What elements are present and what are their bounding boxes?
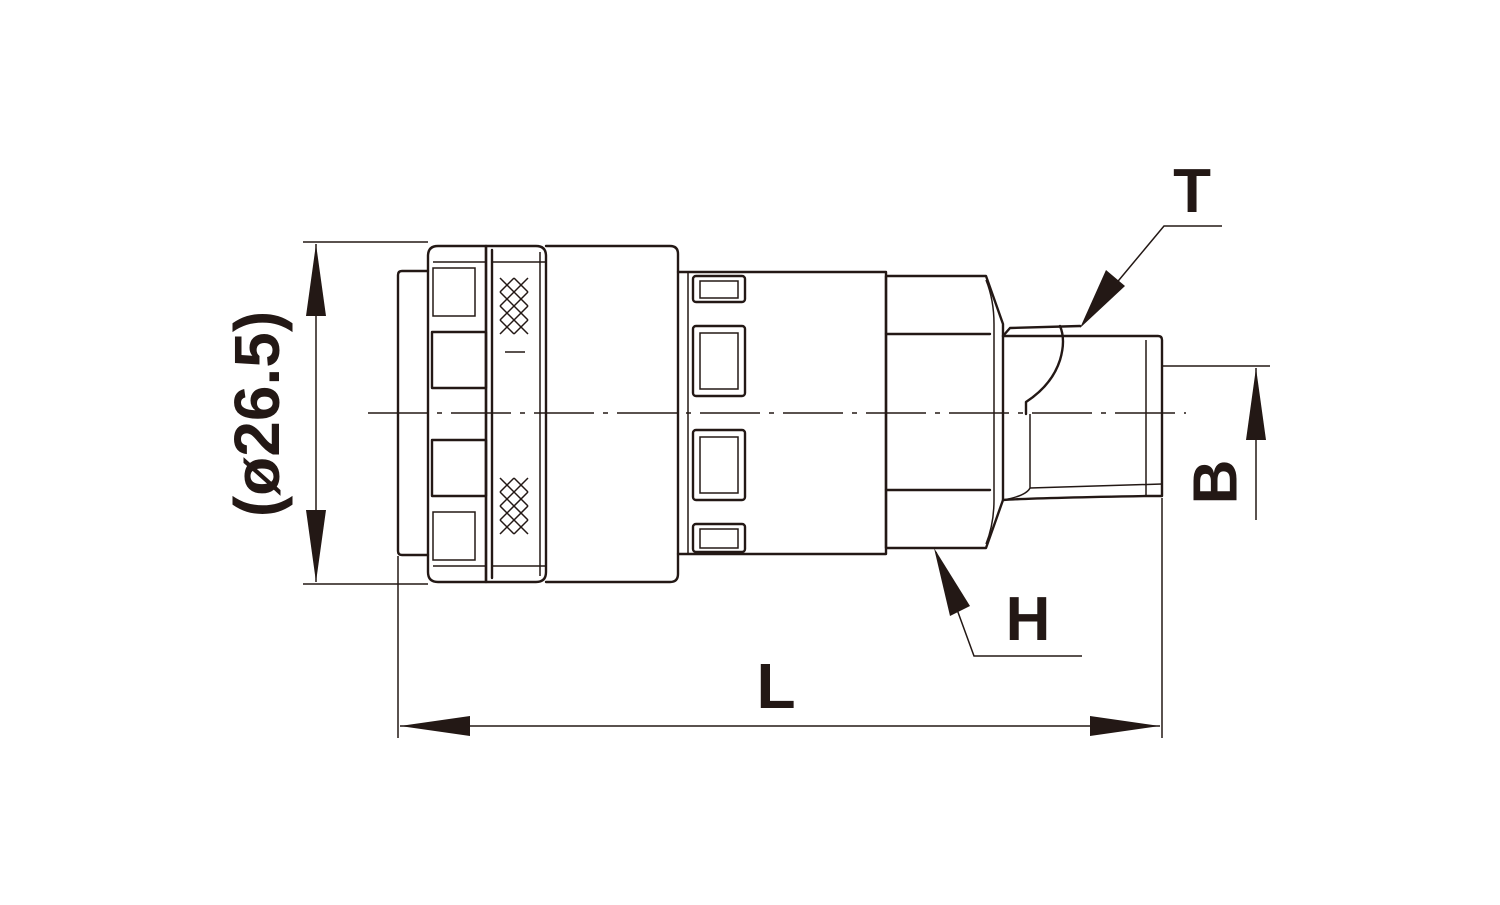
knurl-pattern-bottom (499, 477, 529, 535)
hex-chamfer (985, 279, 995, 545)
lock-window-inner (699, 528, 739, 549)
lock-window (691, 428, 747, 502)
length-dimension: L (397, 498, 1163, 738)
thread-crest-bottom (1029, 483, 1163, 489)
ring-tabs (430, 267, 488, 561)
thread-runout (1024, 324, 1065, 416)
sleeve-ring (426, 244, 488, 584)
arrowhead (306, 244, 326, 316)
lock-window (691, 274, 747, 304)
ring-tab (430, 330, 488, 390)
coupler-body (396, 244, 1164, 584)
arrowhead (1080, 270, 1125, 328)
main-body (544, 244, 680, 584)
arrowhead (306, 510, 326, 582)
lock-window (691, 324, 747, 398)
lock-window-inner (699, 280, 739, 299)
thread-callout: T (1080, 157, 1222, 328)
arrowhead (400, 716, 470, 736)
threaded-end (1001, 334, 1164, 502)
lock-windows (691, 274, 747, 554)
thread-crest-top (1001, 324, 1082, 338)
hex-callout: H (934, 548, 1082, 657)
arrowhead (1246, 368, 1266, 440)
bore-label: B (1181, 460, 1250, 505)
lock-window-inner (699, 436, 739, 494)
bore-dimension: B (1162, 365, 1270, 520)
lock-window-inner (699, 332, 739, 390)
arrowhead (934, 548, 970, 616)
hex-nut (884, 274, 1005, 550)
thread-label: T (1173, 157, 1211, 226)
hex-label: H (1006, 585, 1051, 654)
ring-tab (430, 438, 488, 498)
knurled-collar (484, 244, 548, 584)
ring-tab (432, 267, 476, 317)
ring-tab (432, 511, 476, 561)
lock-window (691, 522, 747, 554)
thread-root (1002, 414, 1031, 501)
knurl-pattern-top (499, 277, 529, 353)
arrowhead (1090, 716, 1160, 736)
diameter-dimension: (ø26.5) (221, 241, 428, 585)
diameter-label: (ø26.5) (221, 311, 293, 517)
length-label: L (756, 650, 795, 722)
